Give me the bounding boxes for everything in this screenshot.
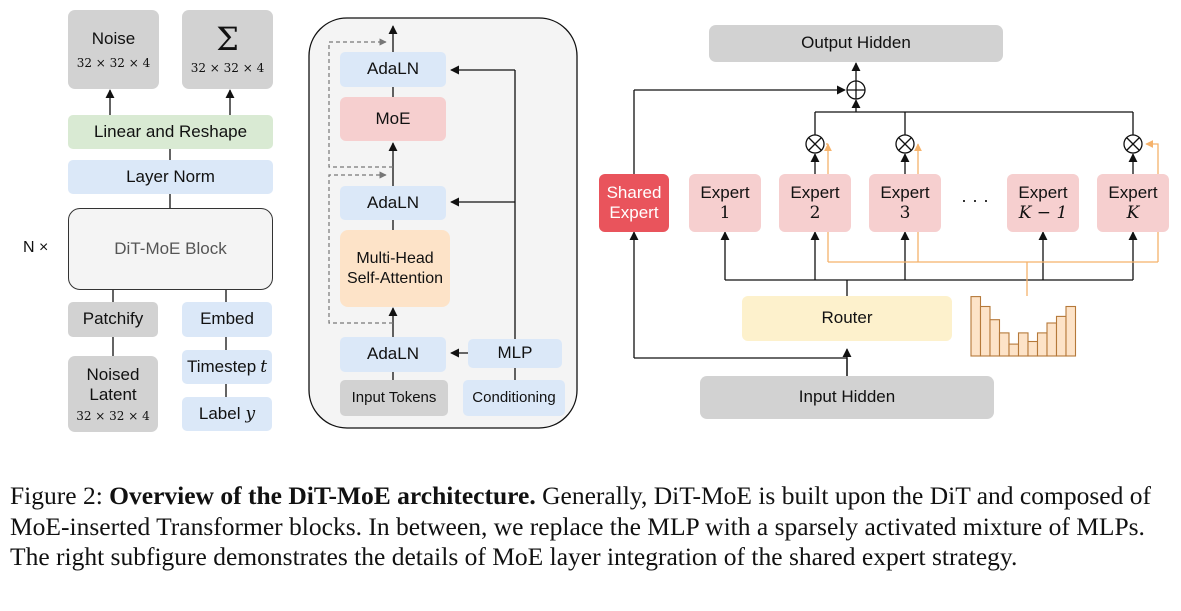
input-hidden-box: Input Hidden (700, 376, 994, 419)
expert-label: Expert (1018, 182, 1068, 202)
histogram-bar (1065, 305, 1077, 357)
patchify-box: Patchify (68, 302, 158, 337)
expert-index: 2 (809, 203, 821, 223)
conditioning-label: Conditioning (472, 389, 556, 406)
noised-latent-line2: Latent (89, 385, 137, 405)
conditioning-box: Conditioning (463, 380, 565, 416)
expert-label: Expert (700, 182, 750, 202)
n-times-label: N × (23, 239, 49, 256)
histogram-bar (1027, 340, 1039, 357)
figure-caption: Figure 2: Overview of the DiT-MoE archit… (10, 481, 1175, 573)
timestep-box: Timestep t (182, 350, 272, 384)
expert-box: Expert 3 (869, 174, 941, 232)
ellipsis: · · · (961, 190, 989, 210)
attention-line2: Self-Attention (346, 269, 444, 287)
noise-dims: 32 × 32 × 4 (76, 55, 151, 70)
expert-box: Expert K (1097, 174, 1169, 232)
mlp-label: MLP (497, 343, 533, 363)
output-hidden-box: Output Hidden (709, 25, 1003, 62)
dit-moe-block-label: DiT-MoE Block (114, 238, 227, 258)
mlp-box: MLP (468, 339, 562, 368)
output-hidden-label: Output Hidden (801, 33, 911, 53)
expert-index: 1 (719, 203, 731, 223)
router-box: Router (742, 296, 952, 341)
adaln-top-label: AdaLN (367, 59, 419, 79)
shared-expert-line2: Expert (609, 203, 659, 222)
sigma-dims: 32 × 32 × 4 (190, 61, 265, 76)
histogram-bar (1008, 343, 1020, 357)
adaln-bottom-box: AdaLN (340, 337, 446, 372)
adaln-mid-box: AdaLN (340, 186, 446, 220)
histogram-bar (1046, 322, 1058, 357)
input-hidden-label: Input Hidden (798, 387, 896, 407)
histogram-bar (1017, 332, 1029, 357)
label-label: Label (198, 403, 241, 423)
noised-latent-line1: Noised (86, 364, 140, 384)
histogram-bar (998, 332, 1010, 357)
dit-moe-block: DiT-MoE Block (68, 208, 273, 290)
expert-label: Expert (1108, 182, 1158, 202)
multiply-op-icon (1123, 134, 1143, 154)
label-box: Label y (182, 397, 272, 431)
expert-label: Expert (880, 182, 930, 202)
timestep-label: Timestep (186, 356, 257, 376)
sigma-box: Σ 32 × 32 × 4 (182, 10, 273, 89)
expert-box: Expert 1 (689, 174, 761, 232)
embed-label: Embed (200, 309, 254, 329)
expert-index: K − 1 (1018, 203, 1068, 223)
histogram-bar (989, 319, 1001, 357)
input-tokens-label: Input Tokens (351, 389, 437, 406)
adaln-mid-label: AdaLN (367, 192, 419, 212)
sigma-symbol: Σ (216, 20, 239, 59)
noise-title: Noise (91, 29, 136, 49)
expert-label: Expert (790, 182, 840, 202)
router-label: Router (821, 308, 873, 328)
embed-box: Embed (182, 302, 272, 337)
histogram-bar (1055, 315, 1067, 357)
patchify-label: Patchify (82, 309, 144, 329)
expert-index: K (1126, 203, 1140, 223)
adaln-bottom-label: AdaLN (367, 344, 419, 364)
shared-expert-line1: Shared (606, 182, 662, 202)
moe-connectors (629, 62, 1143, 376)
attention-box: Multi-Head Self-Attention (340, 230, 450, 307)
router-histogram (970, 296, 1077, 357)
timestep-symbol: t (260, 356, 268, 377)
layer-norm-box: Layer Norm (68, 160, 273, 194)
shared-expert-box: Shared Expert (599, 174, 669, 232)
moe-label: MoE (375, 108, 411, 128)
layer-norm-label: Layer Norm (126, 166, 215, 186)
noise-box: Noise 32 × 32 × 4 (68, 10, 159, 89)
input-tokens-box: Input Tokens (340, 380, 448, 416)
caption-prefix: Figure 2: (10, 481, 103, 510)
linear-reshape-box: Linear and Reshape (68, 115, 273, 149)
multiply-op-icon (805, 134, 825, 154)
residual-connections (328, 38, 393, 324)
histogram-bar (1036, 332, 1048, 357)
multiply-op-icon (895, 134, 915, 154)
noised-latent-box: Noised Latent 32 × 32 × 4 (68, 356, 158, 432)
expert-box: Expert 2 (779, 174, 851, 232)
caption-title: Overview of the DiT-MoE architecture. (109, 481, 536, 510)
expert-box: Expert K − 1 (1007, 174, 1079, 232)
label-symbol: y (245, 403, 256, 424)
linear-reshape-label: Linear and Reshape (93, 121, 248, 141)
moe-box: MoE (340, 97, 446, 141)
attention-line1: Multi-Head (356, 250, 434, 268)
caption-body: Generally, DiT-MoE is built upon the DiT… (10, 481, 1151, 572)
expert-index: 3 (899, 203, 911, 223)
adaln-top-box: AdaLN (340, 52, 446, 87)
histogram-bar (979, 305, 991, 357)
noised-latent-dims: 32 × 32 × 4 (76, 408, 150, 423)
left-connectors (105, 89, 235, 397)
histogram-bar (970, 296, 982, 357)
